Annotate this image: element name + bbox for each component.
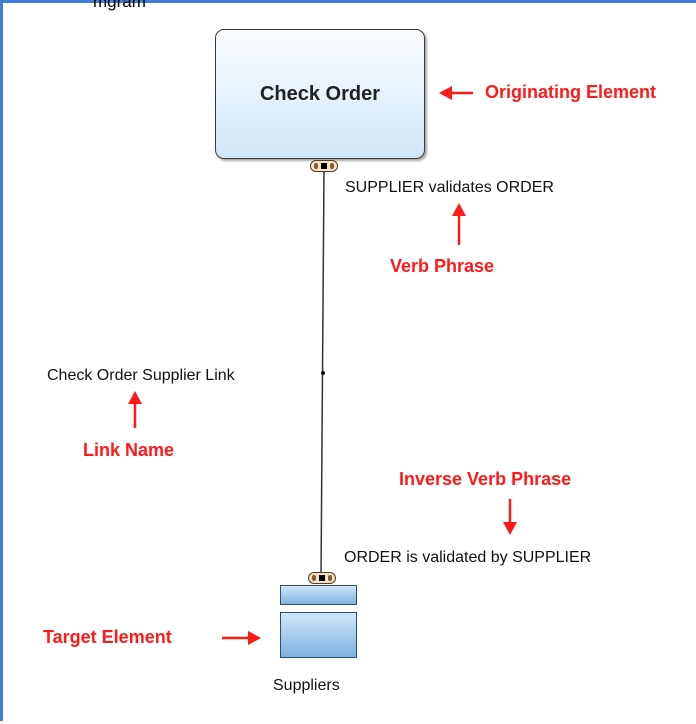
- arrow-up-to-verb-phrase: [452, 203, 466, 245]
- annotation-target-element: Target Element: [43, 627, 172, 647]
- annotation-verb-phrase: Verb Phrase: [390, 256, 495, 276]
- inverse-verb-phrase-text: ORDER is validated by SUPPLIER: [344, 549, 592, 566]
- annotation-link-name: Link Name: [83, 440, 175, 460]
- link-line[interactable]: [3, 3, 696, 724]
- process-label: Check Order: [259, 82, 381, 105]
- verb-phrase-text: SUPPLIER validates ORDER: [345, 179, 554, 196]
- header-text-fragment: mgram: [93, 0, 146, 11]
- link-name-text: Check Order Supplier Link: [47, 367, 235, 384]
- target-element-label: Suppliers: [273, 677, 340, 694]
- link-end-connector[interactable]: [308, 572, 336, 584]
- process-check-order[interactable]: Check Order: [215, 29, 425, 159]
- arrow-up-to-link-name: [128, 391, 142, 428]
- arrow-left-to-originating: [439, 86, 473, 100]
- annotation-inverse-verb-phrase: Inverse Verb Phrase: [399, 469, 572, 489]
- arrow-down-to-inverse-verb-phrase: [503, 499, 517, 535]
- data-store-top-section: [280, 585, 357, 605]
- annotation-originating-element: Originating Element: [485, 82, 657, 102]
- annotation-arrows: [128, 86, 517, 645]
- link-start-connector[interactable]: [310, 160, 338, 172]
- link-midpoint-handle[interactable]: [321, 371, 325, 375]
- arrow-right-to-target-element: [222, 631, 261, 645]
- data-store-suppliers[interactable]: [280, 585, 357, 658]
- data-store-body: [280, 612, 357, 658]
